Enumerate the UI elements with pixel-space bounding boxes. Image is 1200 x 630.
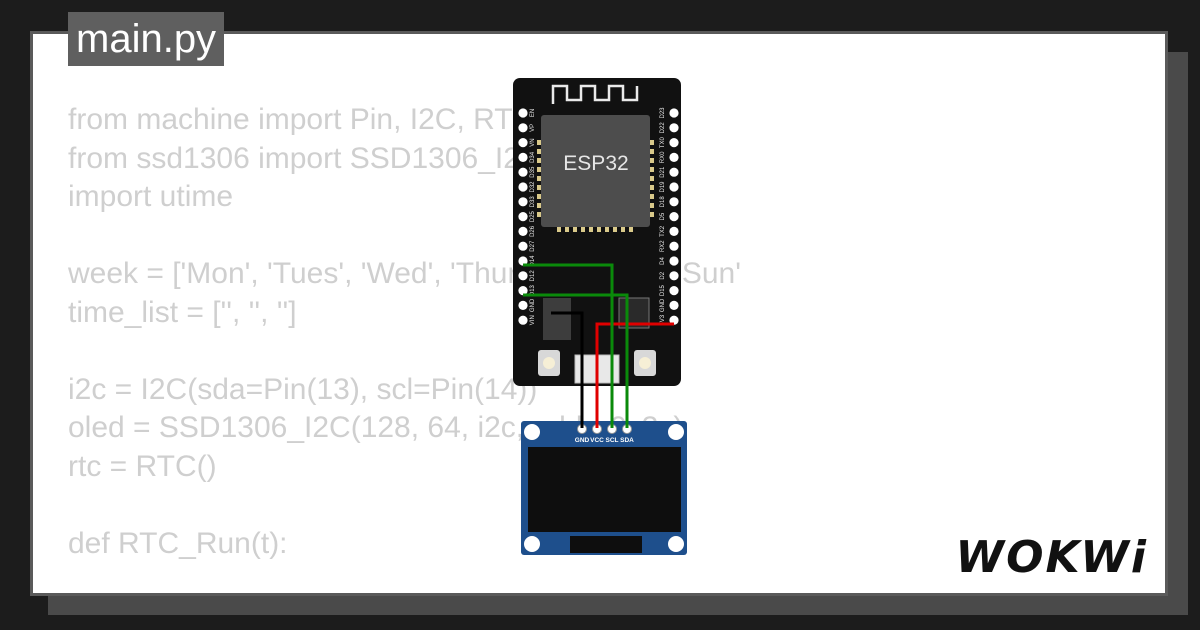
esp32-pin[interactable] <box>669 167 679 177</box>
esp32-pin-label: D18 <box>660 196 666 208</box>
esp32-pin-label: D25 <box>530 210 536 222</box>
oled-pin-label: GND <box>575 437 590 444</box>
esp32-pin-label: D21 <box>660 166 666 178</box>
gnd-wire <box>551 311 584 428</box>
esp32-pin[interactable] <box>669 271 679 281</box>
esp32-pin-label: D15 <box>660 284 666 296</box>
module-pads <box>537 140 654 232</box>
esp32-pin-label: D22 <box>660 122 666 134</box>
esp32-pin-label: D26 <box>530 225 536 237</box>
file-tab[interactable]: main.py <box>68 12 225 66</box>
esp32-pin[interactable] <box>518 167 528 177</box>
esp32-pin-label: D4 <box>660 257 666 265</box>
esp32-pin-label: TX2 <box>660 225 666 237</box>
oled-screen <box>528 447 681 532</box>
oled-pin-label: SDA <box>620 437 634 444</box>
en-button[interactable] <box>538 350 560 376</box>
esp32-pin-label: D13 <box>530 284 536 296</box>
esp32-chip-label: ESP32 <box>563 152 628 175</box>
code-line: def RTC_Run(t): <box>68 526 288 560</box>
esp32-pin[interactable] <box>669 123 679 133</box>
esp32-pin[interactable] <box>669 300 679 310</box>
oled-pin-label: VCC <box>590 437 604 444</box>
esp32-pin-label: D32 <box>530 181 536 193</box>
esp32-pin[interactable] <box>518 108 528 118</box>
esp32-pin-label: GND <box>530 298 536 312</box>
esp32-pin-label: D23 <box>660 107 666 119</box>
oled-ribbon <box>570 536 642 553</box>
esp32-pin[interactable] <box>669 108 679 118</box>
mount-hole-tr <box>668 424 684 440</box>
esp32-pin-label: D27 <box>530 240 536 252</box>
code-line: import utime <box>68 180 234 213</box>
esp32-pin[interactable] <box>669 226 679 236</box>
code-line: time_list = ['', '', ''] <box>68 295 297 329</box>
mount-hole-br <box>668 536 684 552</box>
esp32-pin[interactable] <box>518 226 528 236</box>
esp32-pin[interactable] <box>669 138 679 148</box>
esp32-pin[interactable] <box>669 152 679 162</box>
esp32-module <box>541 115 650 227</box>
scl-wire <box>523 263 614 428</box>
esp32-pin[interactable] <box>669 241 679 251</box>
esp32-pin[interactable] <box>669 182 679 192</box>
esp32-pin-label: RX0 <box>660 151 666 163</box>
esp32-pin[interactable] <box>669 286 679 296</box>
esp32-pin-label: D5 <box>660 212 666 220</box>
esp32-pin-label: RX2 <box>660 240 666 252</box>
esp32-pin[interactable] <box>669 197 679 207</box>
vcc-wire <box>595 322 674 428</box>
code-line: rtc = RTC() <box>68 449 217 483</box>
mount-hole-tl <box>524 424 540 440</box>
esp32-pin-label: D34 <box>530 151 536 163</box>
esp32-pin-label: TX0 <box>660 136 666 148</box>
wokwi-logo: WOKWi <box>955 532 1148 583</box>
esp32-pin[interactable] <box>518 300 528 310</box>
esp32-pin-label: D35 <box>530 166 536 178</box>
sda-wire <box>523 293 629 428</box>
esp32-pin[interactable] <box>518 286 528 296</box>
oled-pin-label: SCL <box>606 437 619 444</box>
esp32-pin[interactable] <box>518 212 528 222</box>
code-line: i2c = I2C(sda=Pin(13), scl=Pin(14)) <box>68 372 538 406</box>
esp32-pin-label: EN <box>530 109 536 117</box>
mount-hole-bl <box>524 536 540 552</box>
esp32-pin[interactable] <box>518 182 528 192</box>
voltage-regulator <box>543 298 571 340</box>
esp32-pin-label: D19 <box>660 181 666 193</box>
esp32-pin-label: D2 <box>660 271 666 279</box>
code-line: from ssd1306 import SSD1306_I2C <box>68 141 542 175</box>
esp32-pin[interactable] <box>518 241 528 251</box>
antenna-trace <box>551 84 639 104</box>
wires <box>523 263 674 428</box>
esp32-pin[interactable] <box>518 271 528 281</box>
esp32-pin[interactable] <box>518 123 528 133</box>
esp32-pin-label: D12 <box>530 270 536 282</box>
esp32-pin-label: D33 <box>530 196 536 208</box>
esp32-pin-label: GND <box>660 298 666 312</box>
esp32-pin-label: D14 <box>530 255 536 267</box>
esp32-pin[interactable] <box>669 212 679 222</box>
boot-button[interactable] <box>634 350 656 376</box>
esp32-pin-label: VIN <box>530 315 536 325</box>
esp32-pin-label: VN <box>530 138 536 146</box>
esp32-pin[interactable] <box>518 138 528 148</box>
esp32-pin-label: 3V3 <box>660 314 666 325</box>
esp32-pin[interactable] <box>518 315 528 325</box>
esp32-pin[interactable] <box>518 256 528 266</box>
esp32-pin[interactable] <box>518 152 528 162</box>
esp32-pin-label: VP <box>530 124 536 132</box>
esp32-pin[interactable] <box>669 256 679 266</box>
esp32-pin[interactable] <box>518 197 528 207</box>
